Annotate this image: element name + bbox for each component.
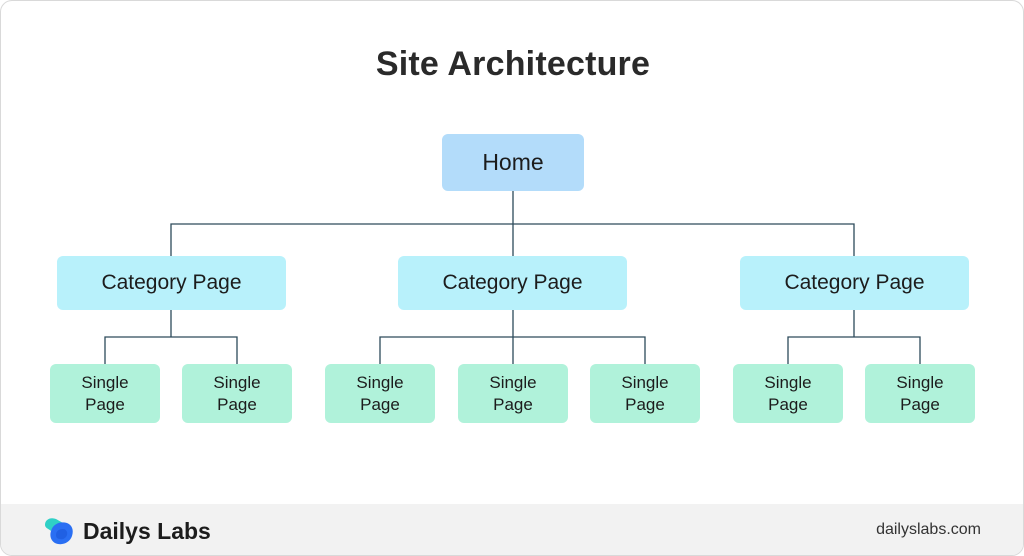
node-single-3-1: Single Page [733,364,843,423]
node-category-2: Category Page [398,256,627,310]
connector-category-1 [104,310,238,364]
node-category-3: Category Page [740,256,969,310]
node-single-2-1: Single Page [325,364,435,423]
connector-category-2 [379,310,646,364]
node-single-1-2: Single Page [182,364,292,423]
footer-bar: Dailys Labs dailyslabs.com [1,504,1023,555]
connector-root [170,191,855,256]
diagram-title: Site Architecture [375,45,651,83]
node-category-1: Category Page [57,256,286,310]
connector-category-3 [787,310,921,364]
node-single-2-3: Single Page [590,364,700,423]
node-single-2-2: Single Page [458,364,568,423]
brand-name: Dailys Labs [83,517,211,544]
node-single-3-2: Single Page [865,364,975,423]
brand: Dailys Labs [41,513,211,549]
node-single-1-1: Single Page [50,364,160,423]
website-link[interactable]: dailyslabs.com [876,521,981,538]
dailys-labs-logo-icon [45,518,73,545]
node-home: Home [442,134,584,191]
